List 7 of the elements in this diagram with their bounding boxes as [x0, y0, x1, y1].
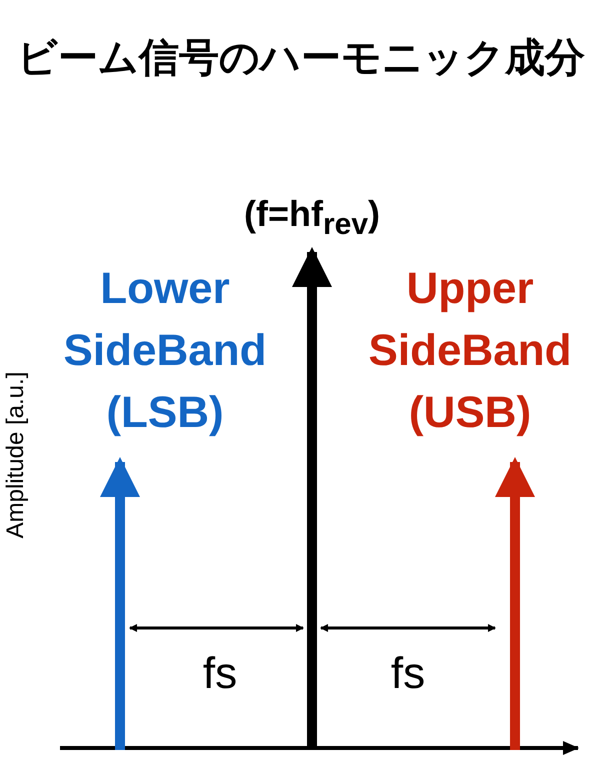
diagram-title: ビーム信号のハーモニック成分 [16, 35, 586, 82]
frequency-label: (f=hf$_{rev}$) [242, 192, 382, 244]
sideband-label: Upper SideBand (USB) [368, 263, 572, 439]
axis-label: Amplitude [a.u.] [1, 370, 30, 540]
spacing-label: fs [390, 648, 426, 700]
spacing-label: fs [202, 648, 238, 700]
sideband-label: Lower SideBand (LSB) [62, 263, 268, 439]
